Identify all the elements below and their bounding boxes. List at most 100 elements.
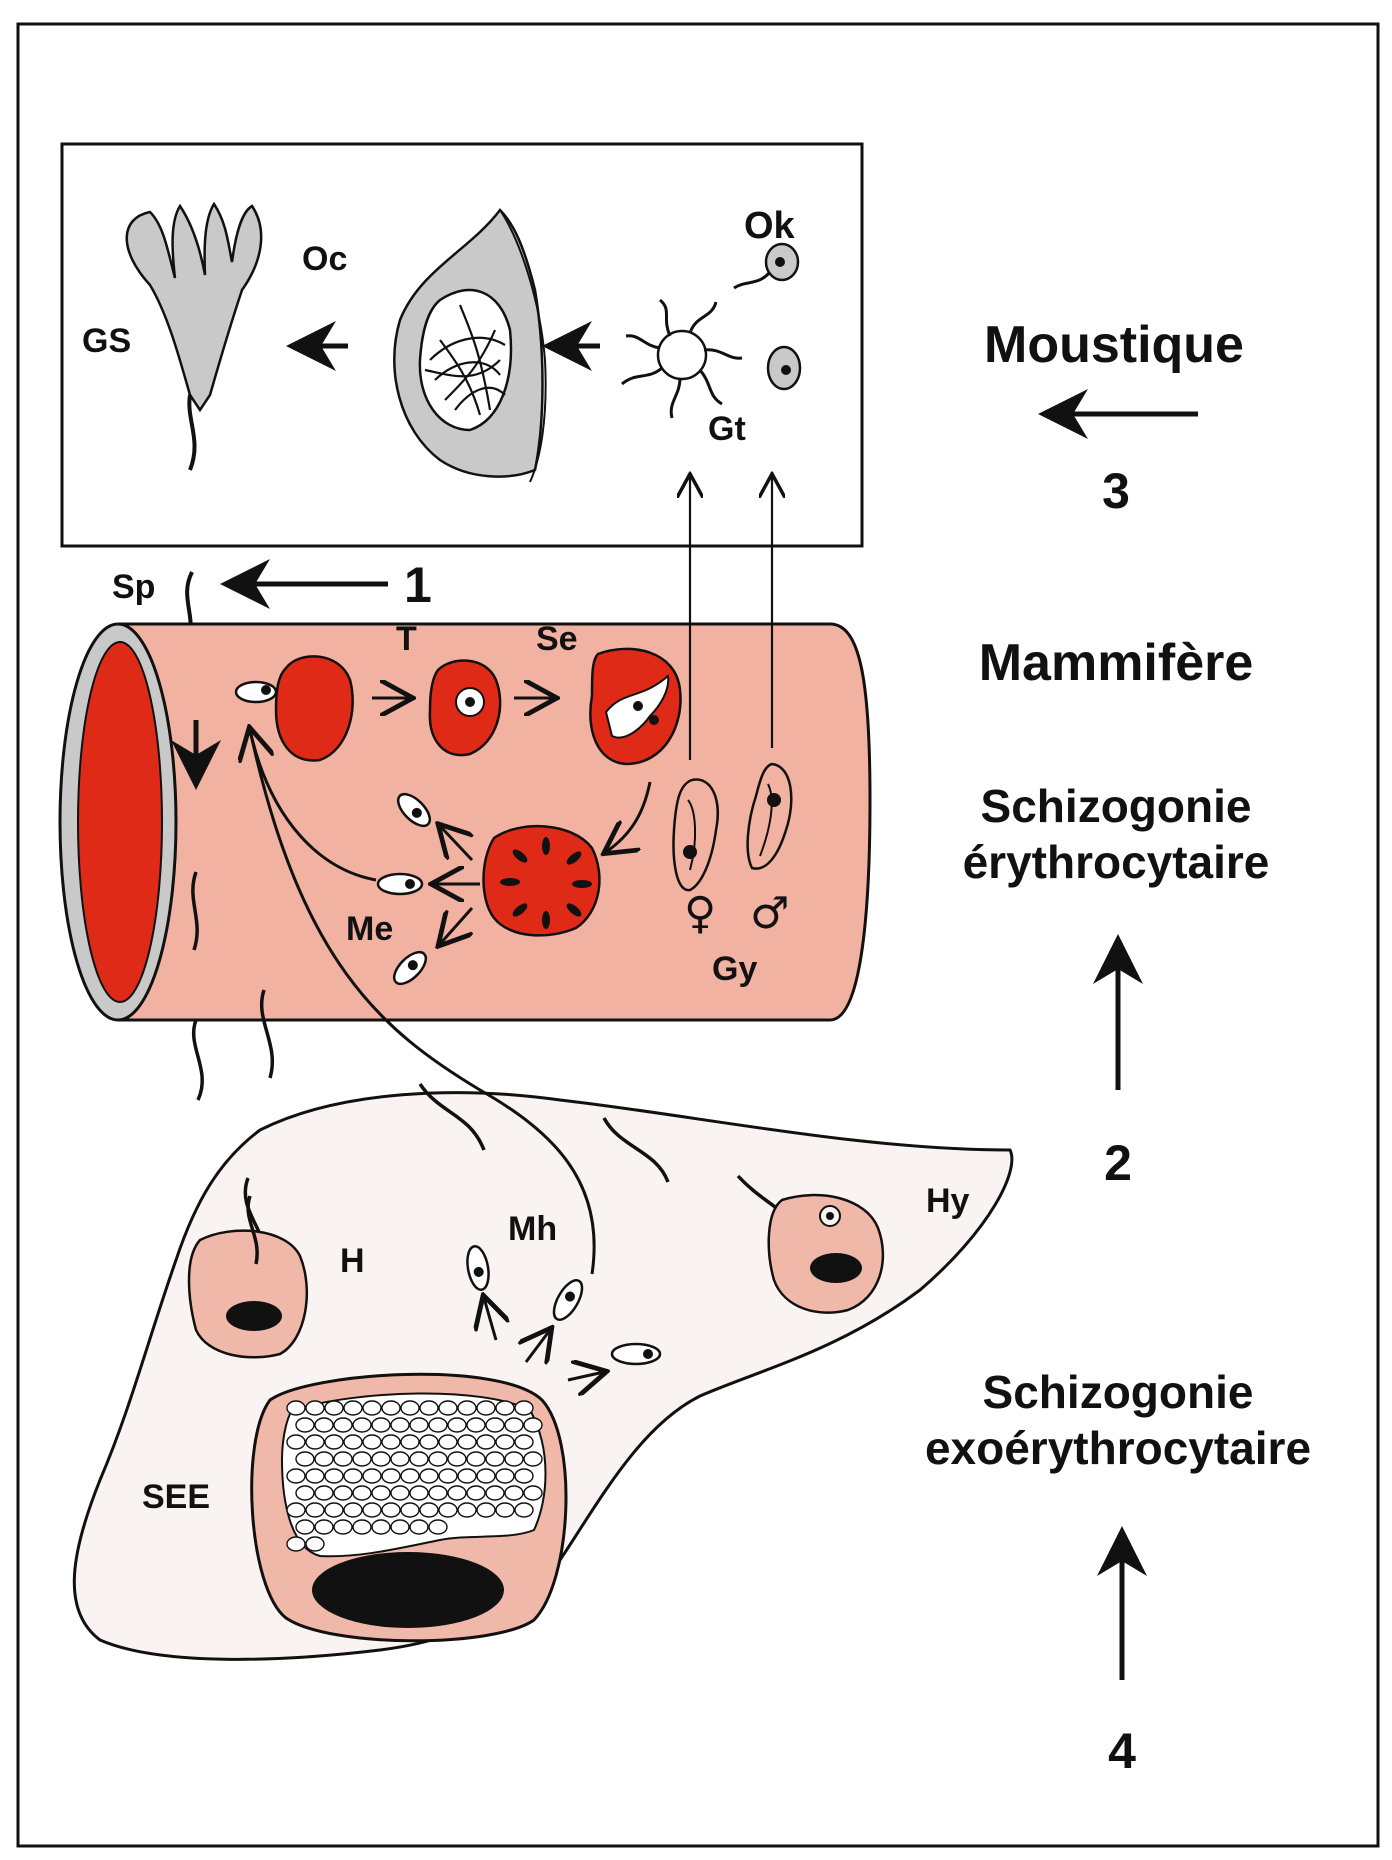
merozoite-dot: [428, 1485, 448, 1501]
label-hy: Hy: [926, 1182, 970, 1220]
exflagellating-gametocyte: [621, 298, 743, 419]
label-gt: Gt: [708, 410, 746, 448]
merozoite-dot: [381, 1434, 401, 1450]
merozoite-dot: [514, 1434, 534, 1450]
merozoite-dot: [457, 1502, 477, 1518]
sporozoites-in-oocyst: [424, 304, 506, 416]
merozoite-dot: [476, 1468, 496, 1484]
merozoite-dot: [523, 1451, 543, 1467]
merozoite-dot: [371, 1519, 391, 1535]
rbc-mature-schizont: [482, 824, 601, 937]
merozoite-dot: [400, 1502, 420, 1518]
merozoite-dot: [457, 1434, 477, 1450]
arrow-mh-2: [526, 1330, 550, 1362]
female-symbol: ♀: [684, 888, 716, 939]
merozoite-dot: [390, 1417, 410, 1433]
merozoite-dot: [295, 1451, 315, 1467]
merozoite-dot: [504, 1417, 524, 1433]
merozoite-dot: [495, 1434, 515, 1450]
merozoite-dot: [343, 1468, 363, 1484]
arrow-mh-1: [484, 1298, 496, 1341]
merozoite-dot: [400, 1468, 420, 1484]
exo-schizont-see: [250, 1372, 568, 1643]
label-sp: Sp: [112, 568, 155, 606]
label-gs: GS: [82, 322, 131, 360]
salivary-gland-shape: [125, 201, 263, 413]
ookinete: [733, 242, 800, 290]
label-t: T: [396, 620, 417, 658]
merozoite-dot: [438, 1400, 458, 1416]
merozoite-dot: [286, 1502, 306, 1518]
merozoite-dot: [419, 1468, 439, 1484]
merozoite-dot: [457, 1468, 477, 1484]
sporozoites-in-vessel: [191, 871, 275, 1101]
merozoite-dot: [324, 1400, 344, 1416]
hepatic-merozoites: [466, 1245, 662, 1366]
arrow-to-mature-schizont: [606, 781, 652, 852]
label-me: Me: [346, 910, 393, 948]
merozoite-dot: [295, 1519, 315, 1535]
merozoite-dot: [333, 1485, 353, 1501]
merozoite-dot: [314, 1417, 334, 1433]
merozoite-dot: [400, 1434, 420, 1450]
merozoite-dot: [419, 1502, 439, 1518]
merozoite-dot: [305, 1400, 325, 1416]
merozoite-dot: [485, 1485, 505, 1501]
gametocyte-male: [746, 762, 793, 870]
merozoite-dot: [295, 1485, 315, 1501]
merozoite-dot: [476, 1502, 496, 1518]
label-h: H: [340, 1242, 365, 1280]
merozoite-dot: [419, 1400, 439, 1416]
oocyst-inner: [418, 288, 513, 432]
merozoite-dot: [286, 1400, 306, 1416]
merozoite-dot: [343, 1502, 363, 1518]
arrow-merozoite-up: [440, 826, 472, 862]
liver: H Hy Mh: [72, 729, 1014, 1661]
hepatocyte-h: [187, 1195, 308, 1359]
label-oc: Oc: [302, 240, 347, 278]
merozoite-dot: [286, 1434, 306, 1450]
merozoite-dot: [362, 1468, 382, 1484]
merozoite-dot: [495, 1468, 515, 1484]
outer-frame: [16, 22, 1380, 1848]
merozoite-dot: [305, 1502, 325, 1518]
merozoite-dot: [343, 1400, 363, 1416]
merozoite-dot: [333, 1519, 353, 1535]
merozoite-dot: [409, 1485, 429, 1501]
merozoite-dot: [362, 1502, 382, 1518]
merozoite-dot: [476, 1434, 496, 1450]
merozoite-dot: [371, 1451, 391, 1467]
arrow-mh-3: [567, 1372, 604, 1380]
female-gamete: [766, 345, 802, 391]
step-number-3: 3: [1102, 463, 1130, 519]
label-se: Se: [536, 620, 578, 658]
mosquito-box: GS Oc: [60, 142, 864, 548]
merozoite-dot: [428, 1417, 448, 1433]
merozoite-dot: [447, 1485, 467, 1501]
gametocyte-female: [672, 778, 719, 892]
arrow-merozoite-down: [440, 907, 472, 944]
merozoite-dot: [314, 1485, 334, 1501]
merozoite-dot: [409, 1417, 429, 1433]
merozoite-dot: [466, 1451, 486, 1467]
label-moustique: Moustique: [984, 316, 1244, 374]
merozoite-dot: [476, 1400, 496, 1416]
step-number-2: 2: [1104, 1135, 1132, 1191]
rbc-invaded: [274, 655, 354, 762]
merozoite-dot: [390, 1485, 410, 1501]
merozoite-dot: [504, 1485, 524, 1501]
merozoite-dot: [286, 1468, 306, 1484]
merozoite-dot: [352, 1451, 372, 1467]
male-symbol: ♂: [750, 888, 789, 939]
merozoite-dot: [504, 1451, 524, 1467]
merozoite-dot: [447, 1451, 467, 1467]
merozoite-dot: [314, 1519, 334, 1535]
label-mh: Mh: [508, 1210, 557, 1248]
merozoite-dot: [523, 1417, 543, 1433]
step-1-injection: Sp 1: [112, 557, 432, 677]
side-labels: Moustique 3 Mammifère Schizogonie érythr…: [925, 316, 1311, 1779]
merozoite-dot: [485, 1451, 505, 1467]
merozoite-dot: [371, 1485, 391, 1501]
label-schizo-exo-1: Schizogonie: [983, 1366, 1254, 1418]
